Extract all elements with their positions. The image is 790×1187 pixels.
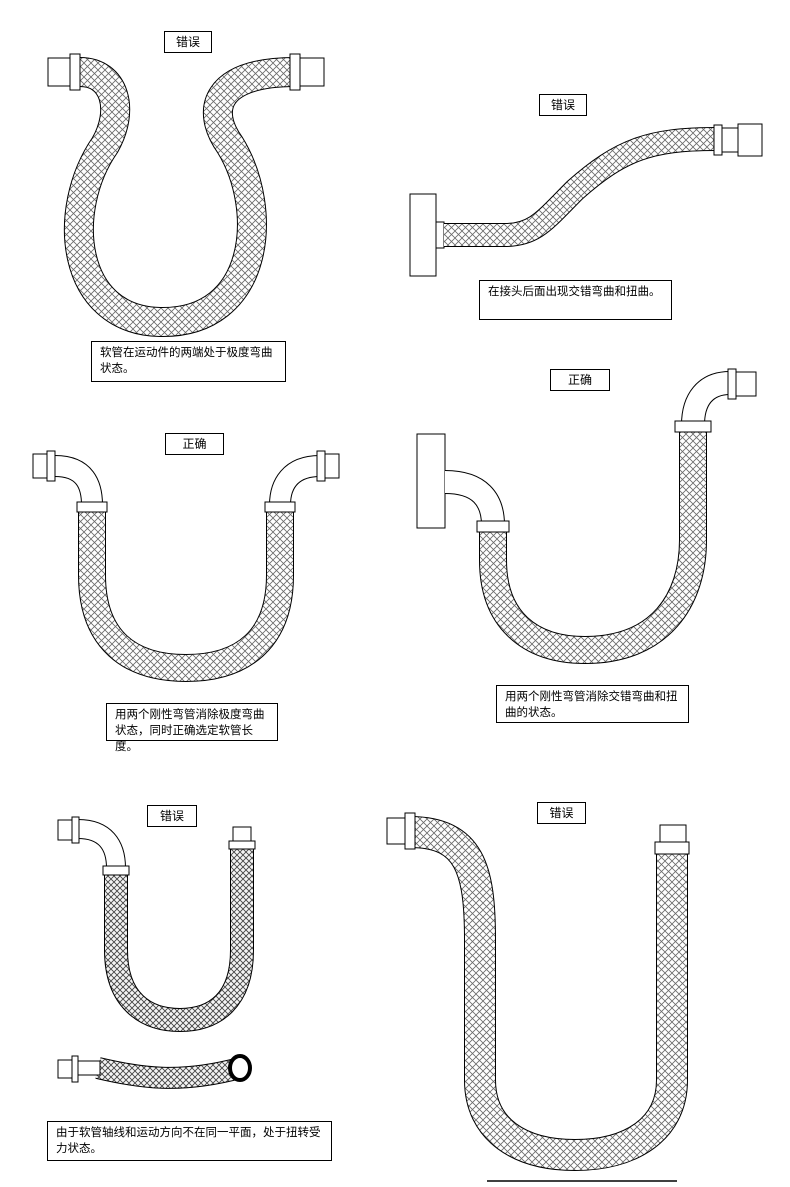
hose-mesh — [79, 510, 293, 682]
status-tag-3: 正确 — [165, 433, 224, 455]
mount-plate — [416, 433, 446, 529]
caption-4: 用两个刚性弯管消除交错弯曲和扭曲的状态。 — [496, 685, 689, 723]
twisted-fitting-end — [57, 1059, 73, 1079]
caption-3: 用两个刚性弯管消除极度弯曲状态，同时正确选定软管长度。 — [106, 703, 278, 753]
ferrule-right — [228, 840, 256, 850]
twisted-fitting-tube — [77, 1060, 101, 1076]
fitting-left-collar — [404, 812, 416, 850]
caption-2: 在接头后面出现交错弯曲和扭曲。 — [479, 280, 672, 320]
ferrule-left — [76, 501, 108, 513]
ferrule-right — [674, 420, 712, 433]
ferrule-left — [476, 520, 510, 533]
twisted-fitting-collar — [71, 1055, 79, 1083]
hose-mesh — [409, 817, 687, 1171]
panel-6-drawing — [386, 812, 690, 1182]
fitting-right — [659, 824, 687, 844]
ferrule-left — [102, 865, 130, 876]
fitting-right-collar — [316, 450, 326, 482]
fitting-right — [324, 453, 340, 479]
hose-mesh — [444, 128, 716, 246]
fitting-right — [232, 826, 252, 843]
status-tag-2: 错误 — [539, 94, 587, 116]
fitting-left-collar — [69, 53, 81, 91]
status-tag-4: 正确 — [550, 369, 610, 391]
fitting-left-collar — [46, 450, 56, 482]
twisted-hose-mesh — [95, 1058, 243, 1088]
status-tag-6: 错误 — [537, 802, 586, 824]
fitting-left — [57, 819, 73, 841]
fitting-right-collar — [289, 53, 301, 91]
fitting-left — [47, 57, 73, 87]
fitting-left — [32, 453, 48, 479]
caption-5: 由于软管轴线和运动方向不在同一平面，处于扭转受力状态。 — [47, 1121, 332, 1161]
hose-mesh — [105, 845, 253, 1032]
hose-outline — [409, 816, 688, 1172]
fitting-left-collar — [71, 816, 80, 844]
panel-4-drawing — [416, 368, 757, 665]
fitting-end — [737, 123, 763, 157]
mount-boss — [435, 221, 445, 249]
ferrule-right — [654, 841, 690, 855]
fitting-right — [299, 57, 325, 87]
status-tag-1: 错误 — [164, 31, 212, 53]
fitting-right-collar — [727, 368, 737, 400]
panel-3-drawing — [32, 450, 340, 683]
fitting-left — [386, 817, 406, 845]
ferrule-right — [264, 501, 296, 513]
fitting-body — [721, 127, 739, 153]
fitting-collar — [713, 124, 723, 156]
caption-1: 软管在运动件的两端处于极度弯曲状态。 — [91, 341, 286, 382]
hose-mesh — [65, 58, 296, 337]
fitting-right — [735, 371, 757, 397]
status-tag-5: 错误 — [147, 805, 197, 827]
hose-mesh — [480, 430, 706, 664]
mount-plate — [409, 193, 437, 277]
panel-2-drawing — [409, 123, 763, 277]
panel-5-drawing — [57, 816, 256, 1089]
panel-1-drawing — [47, 53, 325, 338]
twisted-hose-end — [228, 1054, 252, 1082]
